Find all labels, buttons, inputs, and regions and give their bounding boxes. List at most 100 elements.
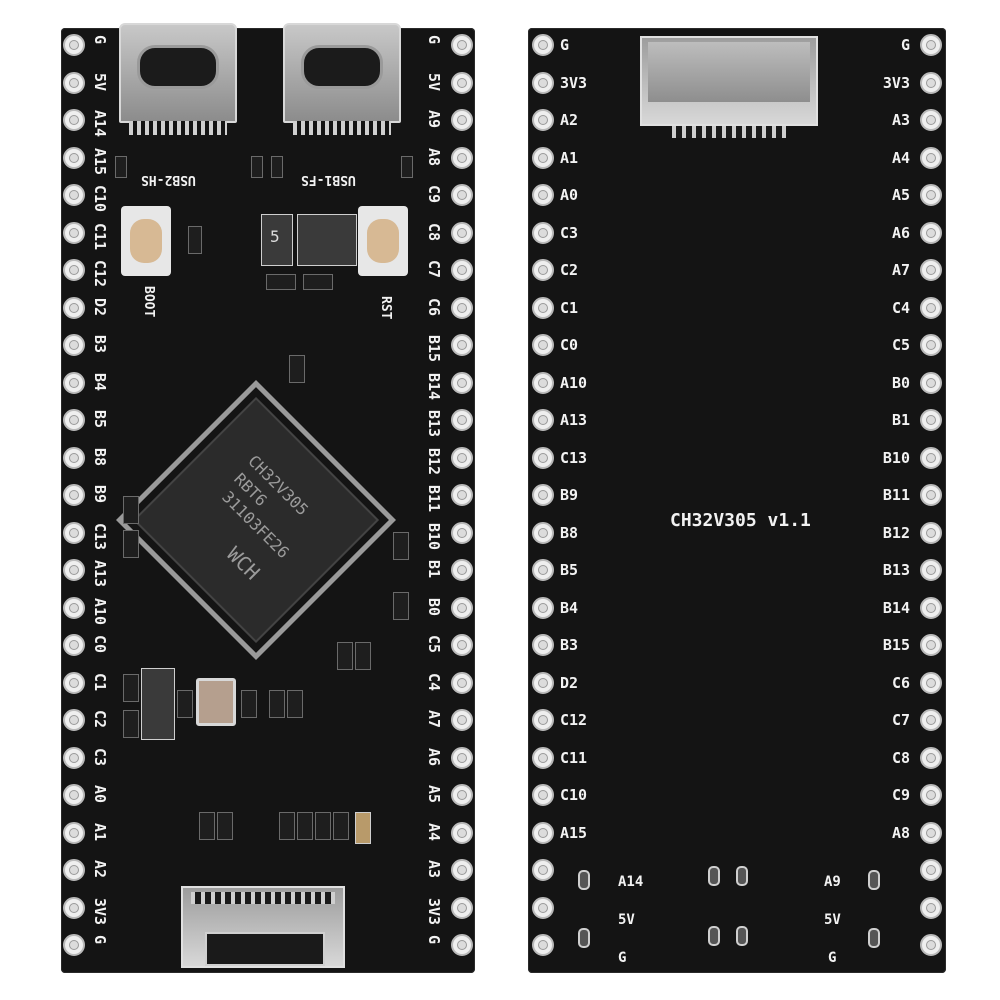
header-pin xyxy=(532,296,554,319)
header-pin xyxy=(920,259,942,281)
pin-label: C1 xyxy=(560,298,579,317)
header-pin xyxy=(532,784,554,806)
pin-label: A5 xyxy=(891,186,910,204)
pin-label: B5 xyxy=(91,410,109,429)
header-pin xyxy=(451,821,473,844)
reset-button[interactable] xyxy=(358,206,408,276)
pin-label: C10 xyxy=(560,786,588,804)
pin-label: A7 xyxy=(425,710,443,729)
smd-component xyxy=(269,690,285,718)
pin-label: G xyxy=(900,36,910,54)
g-label-left: G xyxy=(618,950,627,966)
header-pin xyxy=(451,559,473,581)
pin-label: 3V3 xyxy=(882,73,910,92)
header-pin xyxy=(63,934,85,956)
pin-label: B8 xyxy=(91,447,109,466)
header-pin xyxy=(532,821,554,844)
boot-label: BOOT xyxy=(141,286,156,318)
smd-component xyxy=(393,592,409,620)
header-pin xyxy=(63,896,85,919)
header-pin xyxy=(63,109,85,131)
pin-label: C12 xyxy=(91,260,109,288)
header-pin xyxy=(920,221,942,244)
smd-component xyxy=(199,812,215,840)
pin-label: A14 xyxy=(91,110,109,138)
smd-component xyxy=(401,156,413,178)
pin-label: A13 xyxy=(91,560,109,588)
pin-label: C13 xyxy=(91,522,109,550)
header-pin xyxy=(920,559,942,581)
header-pin xyxy=(451,409,473,431)
pin-label: A6 xyxy=(891,223,910,242)
pin-label: 3V3 xyxy=(425,897,443,925)
pin-label: B15 xyxy=(882,636,910,654)
pin-label: B13 xyxy=(882,561,910,579)
header-pin xyxy=(63,671,85,694)
smd-component xyxy=(177,690,193,718)
header-pin xyxy=(532,559,554,581)
header-pin xyxy=(920,146,942,169)
a14-label: A14 xyxy=(618,874,644,890)
header-pin xyxy=(920,784,942,806)
pin-label: B3 xyxy=(560,636,579,654)
pin-label: C2 xyxy=(560,261,579,279)
pin-label: B8 xyxy=(560,523,579,542)
header-pin xyxy=(451,596,473,619)
pin-label: A0 xyxy=(91,785,109,804)
pin-label: A15 xyxy=(560,823,588,842)
pin-label: 5V xyxy=(91,72,109,91)
pin-label: C1 xyxy=(91,672,109,691)
pin-label: C11 xyxy=(91,222,109,250)
header-pin xyxy=(532,109,554,131)
header-pin xyxy=(451,34,473,56)
pin-label: A1 xyxy=(91,822,109,841)
jumper-pad xyxy=(708,926,720,946)
smd-component xyxy=(337,642,353,670)
pin-label: A8 xyxy=(425,147,443,166)
pin-label: D2 xyxy=(91,297,109,316)
smd-component xyxy=(115,156,127,178)
g-label-right: G xyxy=(828,950,837,966)
header-pin xyxy=(920,671,942,694)
jumper-pad xyxy=(868,870,880,890)
pin-label: A4 xyxy=(891,148,910,167)
a9-label: A9 xyxy=(824,874,841,890)
header-pin xyxy=(920,934,942,956)
smd-component xyxy=(333,812,349,840)
led-indicator xyxy=(355,812,371,844)
header-pin xyxy=(920,521,942,544)
smd-component xyxy=(123,530,139,558)
header-pin xyxy=(63,784,85,806)
pin-label: C4 xyxy=(425,672,443,691)
pin-label: B12 xyxy=(882,523,910,542)
header-pin xyxy=(451,446,473,469)
header-pin xyxy=(532,371,554,394)
header-pin xyxy=(63,746,85,769)
pin-label: C11 xyxy=(560,748,588,767)
header-pin xyxy=(451,934,473,956)
pin-label: C7 xyxy=(891,711,910,729)
header-pin xyxy=(63,821,85,844)
header-pin xyxy=(532,521,554,544)
header-pin xyxy=(451,634,473,656)
pin-label: 5V xyxy=(425,72,443,91)
header-pin xyxy=(920,596,942,619)
pin-label: B11 xyxy=(425,485,443,513)
pin-label: B1 xyxy=(891,411,910,429)
pin-label: D2 xyxy=(560,673,579,692)
header-pin xyxy=(63,484,85,506)
header-pin xyxy=(63,296,85,319)
jumper-pad xyxy=(578,928,590,948)
smd-component xyxy=(266,274,296,290)
header-pin xyxy=(532,746,554,769)
header-pin xyxy=(451,259,473,281)
pin-label: C4 xyxy=(891,298,910,317)
pin-label: C8 xyxy=(891,748,910,767)
smd-component xyxy=(271,156,283,178)
header-pin xyxy=(451,334,473,356)
header-pin xyxy=(920,896,942,919)
usb-c-connector-fs xyxy=(283,23,401,135)
boot-button[interactable] xyxy=(121,206,171,276)
